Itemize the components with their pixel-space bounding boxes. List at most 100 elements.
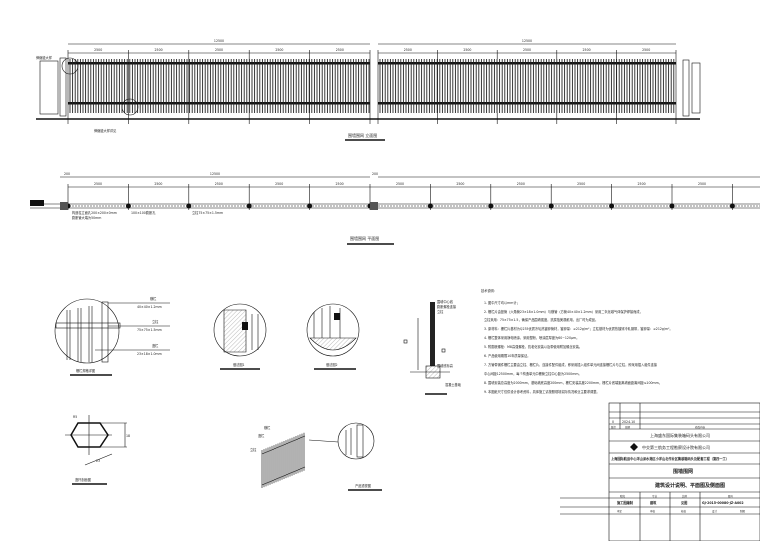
plan-gap-dim: 200 (64, 172, 70, 176)
detail-1-title: 做法图1 (233, 362, 245, 367)
label-crossbar-size: 40×40×1.2mm (137, 305, 162, 309)
sign-header-2: 审核 (650, 509, 656, 513)
fence-section: 围墙中心线 膨胀螺栓连接 立柱 围墙底标高 混凝土基础 (403, 299, 461, 395)
bay-dim: 2500 (155, 48, 163, 52)
drawing-title: 建筑设计说明、平面图及侧面图 (654, 482, 725, 489)
bay-dim: 2500 (154, 182, 162, 186)
section-label-4: 围墙底标高 (437, 363, 453, 368)
elev-total-dim: 12500 (214, 39, 224, 43)
note-item: 中心间距12500mm，每个构造单元中栅管立柱中心距为2500mm。 (484, 371, 582, 376)
bay-dim: 2500 (523, 48, 531, 52)
drawing-number: GJ-2015-00080-JZ-A002 (702, 501, 744, 505)
persp-label-1: 横栏 (264, 425, 271, 430)
detail-1: 做法图1 (213, 303, 267, 370)
plan-note-3: 100×100膨胀孔 (131, 210, 156, 215)
product-title: 产品透视图 (355, 483, 371, 488)
bay-dim: 2500 (94, 182, 102, 186)
label-post: 立柱 (152, 319, 159, 324)
persp-label-3: 立柱 (250, 447, 257, 452)
post-marker (609, 203, 615, 209)
bay-dim: 2500 (275, 182, 283, 186)
note-item: 9. 本图纸尺寸仅供设计参考资料，具体施工请按照现场实际情况和业主要求调整。 (484, 389, 600, 394)
technical-notes: 技术说明： 1. 图中尺寸均以mm计；2. 栅栏片由竖管（六角管23×18×1.… (481, 288, 673, 394)
bay-dim: 2500 (275, 48, 283, 52)
bay-dim: 2500 (215, 182, 223, 186)
bay-dim: 2500 (404, 48, 412, 52)
bay-dim: 2500 (215, 48, 223, 52)
subproject-name: 围墙围网 (673, 468, 693, 475)
fence-plan: 12500 200 200 2500 2500 2500 2500 2500 2500 25… (30, 172, 760, 245)
detail-2-title: 做法图2 (326, 362, 338, 367)
bay-dim: 2500 (456, 182, 464, 186)
bay-dim: 2500 (577, 182, 585, 186)
designer-name: 中交第三航务工程勘察设计院有限公司 (642, 444, 710, 450)
rev-header-2: 日期 (625, 425, 631, 429)
plan-note-1: 构造柱立面孔200×200×0mm (72, 210, 117, 215)
header-discipline: 专业 (652, 494, 658, 498)
project-name: 上海国际航运中心洋山深水港区小洋山北作业区集装箱码头及配套工程（第四一工） (611, 456, 729, 461)
header-drawing-no: 图号 (728, 494, 734, 498)
note-item: 4. 栅栏整体采用静电喷涂，采用塑粉，喷涂层厚度为60~120μm。 (484, 335, 579, 340)
label-picket: 竖栏 (152, 343, 159, 348)
post-marker (548, 203, 554, 209)
section-label-3: 立柱 (437, 309, 444, 314)
plan-gap-dim-2: 200 (372, 172, 378, 176)
hex-dim-23: 23 (96, 459, 100, 463)
plan-note-2: 膨胀管大端为50mm (72, 215, 101, 220)
product-perspective: 横栏 竖栏 立柱 产品透视图 (250, 422, 382, 491)
sign-header-3: 校核 (681, 509, 687, 513)
detail-picket-title: 栅栏规格详图 (76, 368, 95, 373)
hex-section: 18 23 R5 竖杆剖面图 (65, 415, 130, 485)
note-item: 3. 原材料：栅栏片基材为Q235优质冷轧热镀锌管材，镀锌量：≥212g/m²；… (484, 326, 673, 331)
note-item: 6. 产品使用期限10年质量保证。 (484, 353, 530, 358)
sign-header-5: 制图 (740, 509, 746, 513)
persp-label-2: 竖栏 (258, 433, 265, 438)
section-label-2: 膨胀螺栓连接 (437, 304, 457, 309)
bay-dim: 2500 (698, 182, 706, 186)
section-label-5: 混凝土基础 (445, 382, 461, 387)
plan-note-4: 立柱75×75×1.5mm (192, 210, 223, 215)
bay-dim: 2500 (642, 48, 650, 52)
plan-total-dim: 12500 (210, 172, 220, 176)
note-item: 8. 围墙安装总高度为2000mm，基础墙底高度200mm，栅栏安装高度2200… (484, 380, 662, 385)
note-item: 5. 附膨胀螺栓：M8高强螺栓，抗老化安装以及带使用附加螺丝安装。 (484, 344, 582, 349)
header-scale: 比例 (682, 494, 688, 498)
title-block: 0 2024.10 版次 日期 修改内容 上海盛东国际集装箱码头有限公司 中交第… (560, 402, 760, 541)
sign-header-1: 审定 (617, 509, 623, 513)
label-crossbar: 横栏 (150, 296, 157, 301)
bay-dim: 2500 (638, 182, 646, 186)
sign-header-4: 设计 (712, 509, 718, 513)
bay-dim: 2500 (463, 48, 471, 52)
detail-picket-spec: 横栏 40×40×1.2mm 立柱 75×75×1.5mm 竖栏 23×18×1… (54, 296, 170, 376)
bay-dim: 2500 (396, 182, 404, 186)
bay-dim: 2500 (517, 182, 525, 186)
header-stage: 阶段 (620, 494, 626, 498)
plan-title: 围墙围网 平面图 (350, 235, 379, 241)
company-logo-icon (630, 443, 638, 451)
elevation-title: 围墙围网 立面图 (348, 132, 377, 138)
hex-dim-r5: R5 (73, 415, 77, 419)
revision-number: 0 (612, 420, 614, 424)
revision-date: 2024.10 (622, 420, 635, 424)
elev-bottom-note: 伸缩缝大样详见 (94, 128, 117, 133)
hex-dim-18: 18 (126, 434, 130, 438)
bay-dim: 2500 (336, 48, 344, 52)
bay-dim: 2500 (336, 182, 344, 186)
elev-left-note: 伸缩缝大样 (36, 55, 53, 60)
post-marker (186, 203, 192, 209)
rev-header-3: 修改内容 (695, 425, 706, 429)
bay-dim: 2500 (583, 48, 591, 52)
notes-heading: 技术说明： (481, 288, 497, 293)
note-item: 1. 图中尺寸均以mm计； (484, 300, 520, 305)
bay-dim: 2500 (94, 48, 102, 52)
note-item: 7. 方管带钢件栅栏主要由立柱、栅栏片、连接件配件组成，即采用插入组件单元间连接… (484, 362, 658, 367)
label-picket-size: 23×18×1.0mm (137, 352, 162, 356)
client-name: 上海盛东国际集装箱码头有限公司 (650, 432, 710, 438)
post-marker (125, 203, 131, 209)
discipline-value: 建筑 (649, 500, 657, 505)
hex-section-title: 竖杆剖面图 (75, 477, 91, 482)
rev-header-1: 版次 (611, 425, 617, 429)
stage-value: 施工图编制 (617, 500, 634, 505)
